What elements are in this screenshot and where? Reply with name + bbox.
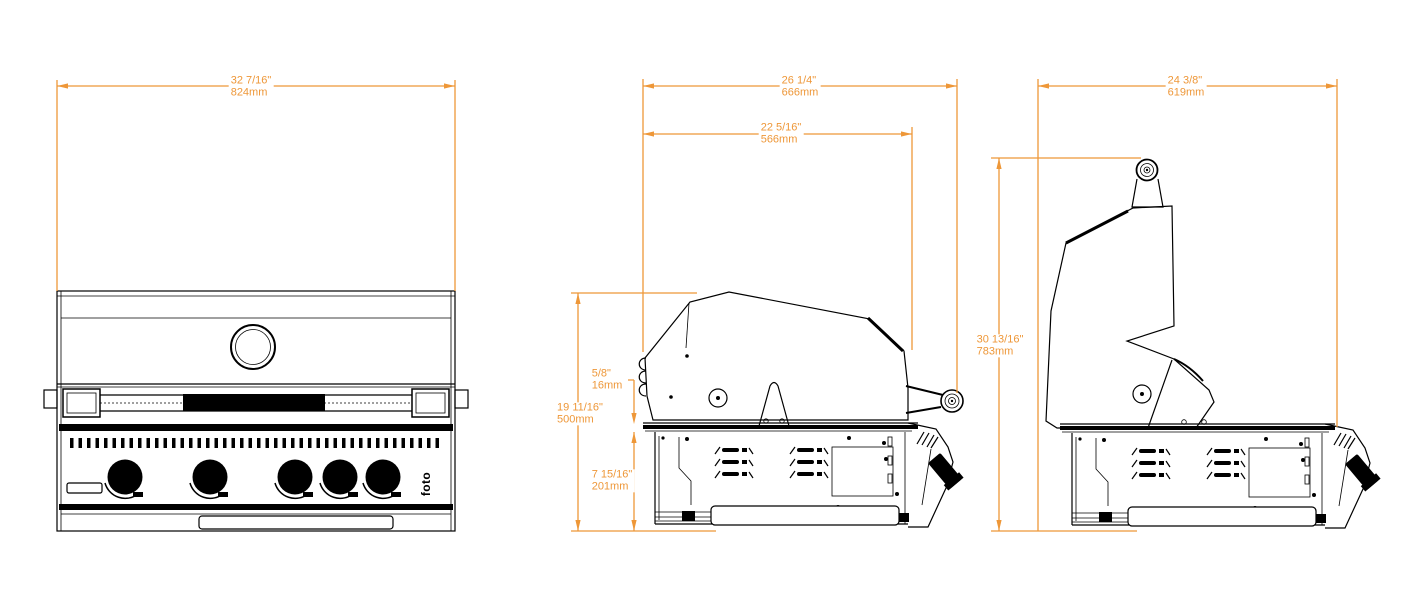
thermometer-gauge xyxy=(230,324,276,370)
control-knobs xyxy=(104,459,401,500)
dim-open-depth-mm: 619mm xyxy=(1167,86,1205,98)
side-view-open xyxy=(1045,158,1381,529)
dim-side-height-below-mm: 201mm xyxy=(591,480,629,492)
rotisserie-motor-open xyxy=(1131,158,1164,208)
dim-side-depth-overall: 26 1/4" 666mm xyxy=(779,74,821,99)
dim-side-depth-overall-mm: 666mm xyxy=(781,86,819,98)
dim-front-width-mm: 824mm xyxy=(230,86,268,98)
dim-side-height-total-mm: 500mm xyxy=(557,413,594,425)
dim-side-height-total: 19 11/16" 500mm xyxy=(555,401,605,426)
dim-side-depth-body-in: 22 5/16" xyxy=(760,121,802,134)
dim-side-height-below-in: 7 15/16" xyxy=(591,468,633,481)
dim-side-depth-body: 22 5/16" 566mm xyxy=(758,121,804,146)
dim-open-depth-in: 24 3/8" xyxy=(1167,74,1203,87)
drip-tray-front xyxy=(198,515,394,530)
rotisserie-motor xyxy=(905,385,964,414)
dim-side-flange-lip-mm: 16mm xyxy=(591,379,623,391)
dim-open-height-in: 30 13/16" xyxy=(976,333,1024,346)
dimension-lines xyxy=(56,79,1338,532)
dim-side-depth-overall-in: 26 1/4" xyxy=(781,74,817,87)
dim-side-height-below: 7 15/16" 201mm xyxy=(589,468,635,493)
dim-open-depth: 24 3/8" 619mm xyxy=(1165,74,1207,99)
dim-front-width-in: 32 7/16" xyxy=(230,74,272,87)
side-hinge-tab-left xyxy=(43,389,58,409)
ignitor-plate xyxy=(66,482,103,494)
side-view-closed xyxy=(638,291,964,527)
dim-open-height: 30 13/16" 783mm xyxy=(974,333,1026,358)
side-hinge-tab-right xyxy=(454,389,469,409)
dim-side-flange-lip-in: 5/8" xyxy=(591,367,611,380)
dim-side-flange-lip: 5/8" 16mm xyxy=(589,367,625,392)
dim-side-depth-body-mm: 566mm xyxy=(760,133,798,145)
dim-front-width: 32 7/16" 824mm xyxy=(228,74,274,99)
dim-open-height-mm: 783mm xyxy=(976,345,1014,357)
dim-side-height-total-in: 19 11/16" xyxy=(557,401,603,414)
brand-logo: foto xyxy=(419,471,433,497)
front-view xyxy=(43,290,469,532)
lid-handle xyxy=(62,388,450,418)
